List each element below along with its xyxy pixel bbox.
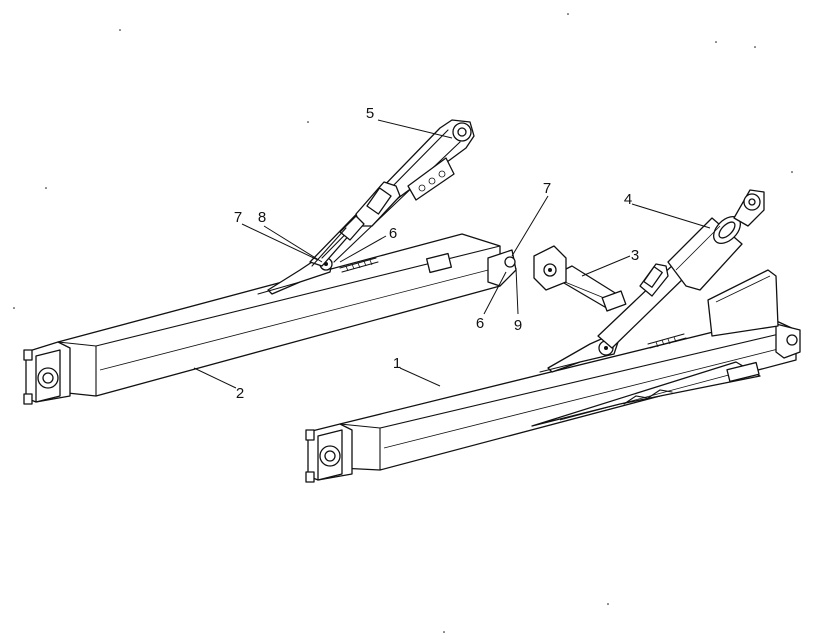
callout-7-left: 7 <box>234 209 242 226</box>
callout-8: 8 <box>258 209 266 226</box>
top-link-arm <box>309 119 475 267</box>
lower-link-arm-right <box>305 269 801 483</box>
lower-link-arm-left <box>23 233 517 405</box>
callout-5: 5 <box>366 105 374 122</box>
leader-lines <box>193 119 711 389</box>
callout-3: 3 <box>631 247 639 264</box>
hydraulic-cylinder <box>597 189 765 349</box>
callout-4: 4 <box>624 191 632 208</box>
stabilizer-bar <box>533 245 627 312</box>
callout-9: 9 <box>514 317 522 334</box>
callout-6-right: 6 <box>476 315 484 332</box>
callout-6-left: 6 <box>389 225 397 242</box>
callout-7-right: 7 <box>543 180 551 197</box>
callout-1: 1 <box>393 355 401 372</box>
callout-2: 2 <box>236 385 244 402</box>
callout-labels: 5 7 8 6 7 6 9 4 3 1 2 <box>234 105 639 402</box>
scan-specks <box>13 13 793 633</box>
